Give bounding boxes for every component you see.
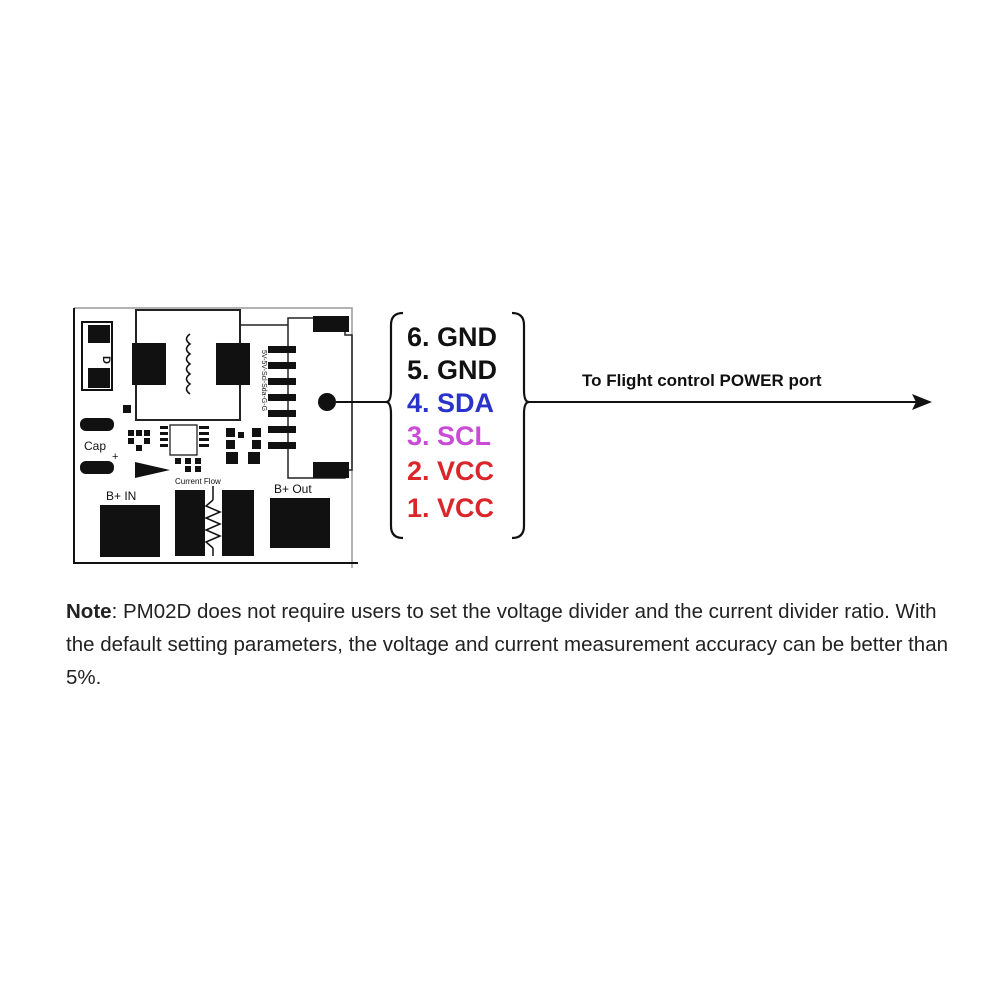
connector-mount-bottom	[313, 462, 349, 478]
pin-label-4: 4. SDA	[407, 388, 495, 418]
diode-pad-bottom	[88, 368, 110, 388]
header-pad	[268, 426, 296, 433]
cap-plus: +	[112, 451, 118, 463]
pin-label-6: 6. GND	[407, 322, 498, 352]
shunt-pad-left	[175, 490, 205, 556]
note-text: : PM02D does not require users to set th…	[66, 600, 949, 689]
pin-silk-label: 5V-5V-Scl-Sda-G-G	[260, 350, 267, 411]
pin-label-2: 2. VCC	[407, 456, 495, 486]
chip-sm-5	[144, 438, 150, 444]
pad-left	[132, 343, 166, 385]
diode-body	[81, 321, 113, 391]
header-pad	[268, 362, 296, 369]
ic-pin	[160, 426, 168, 429]
chip-sm-6	[136, 445, 142, 451]
ic-pin	[160, 432, 168, 435]
header-pad	[268, 394, 296, 401]
chip-c-4	[185, 466, 191, 472]
ic-pin	[199, 432, 209, 435]
header-pad	[268, 346, 296, 353]
header-pad	[268, 410, 296, 417]
chip-sm-1	[128, 430, 134, 436]
left-brace	[385, 311, 404, 540]
chip-r-7	[238, 432, 244, 438]
chip-sm-3	[144, 430, 150, 436]
cap-pad-bottom	[80, 461, 114, 474]
diode-label: D	[100, 356, 112, 364]
connector-dot	[318, 393, 336, 411]
ic-body	[169, 424, 198, 456]
ic-pin	[160, 444, 168, 447]
chip-sm-2	[136, 430, 142, 436]
connector-mount-top	[313, 316, 349, 332]
small-pad	[123, 405, 131, 413]
note-paragraph: Note: PM02D does not require users to se…	[66, 595, 966, 694]
shunt-resistor-icon	[204, 499, 222, 549]
chip-r-1	[226, 428, 235, 437]
chip-c-1	[175, 458, 181, 464]
chip-c-2	[185, 458, 191, 464]
header-pad	[268, 442, 296, 449]
right-brace	[511, 311, 530, 540]
chip-r-5	[226, 452, 238, 464]
pad-right	[216, 343, 250, 385]
b-out-label: B+ Out	[274, 482, 312, 496]
pin-label-1: 1. VCC	[407, 493, 495, 523]
board-outline	[74, 307, 353, 568]
arrow-label: To Flight control POWER port	[582, 371, 822, 390]
b-out-pad	[270, 498, 330, 548]
b-in-label: B+ IN	[106, 489, 136, 503]
chip-r-2	[252, 428, 261, 437]
pin-label-5: 5. GND	[407, 355, 498, 385]
cap-label: Cap	[84, 439, 106, 453]
chip-c-3	[195, 458, 201, 464]
cap-pad-top	[80, 418, 114, 431]
diode-pad-top	[88, 325, 110, 343]
chip-sm-4	[128, 438, 134, 444]
ic-pin	[199, 426, 209, 429]
b-in-pad	[100, 505, 160, 557]
ic-pin	[199, 438, 209, 441]
board-outline-left	[73, 308, 358, 564]
current-flow-arrow	[135, 462, 170, 478]
header-pad	[268, 378, 296, 385]
ic-pin	[199, 444, 209, 447]
chip-r-6	[248, 452, 260, 464]
ic-pin	[160, 438, 168, 441]
chip-r-4	[252, 440, 261, 449]
chip-r-3	[226, 440, 235, 449]
chip-c-5	[195, 466, 201, 472]
note-prefix: Note	[66, 600, 112, 623]
shunt-pad-right	[222, 490, 254, 556]
coil-icon	[185, 333, 192, 395]
current-flow-label: Current Flow	[175, 477, 221, 486]
arrow-head	[912, 394, 932, 410]
pin-label-3: 3. SCL	[407, 421, 492, 451]
